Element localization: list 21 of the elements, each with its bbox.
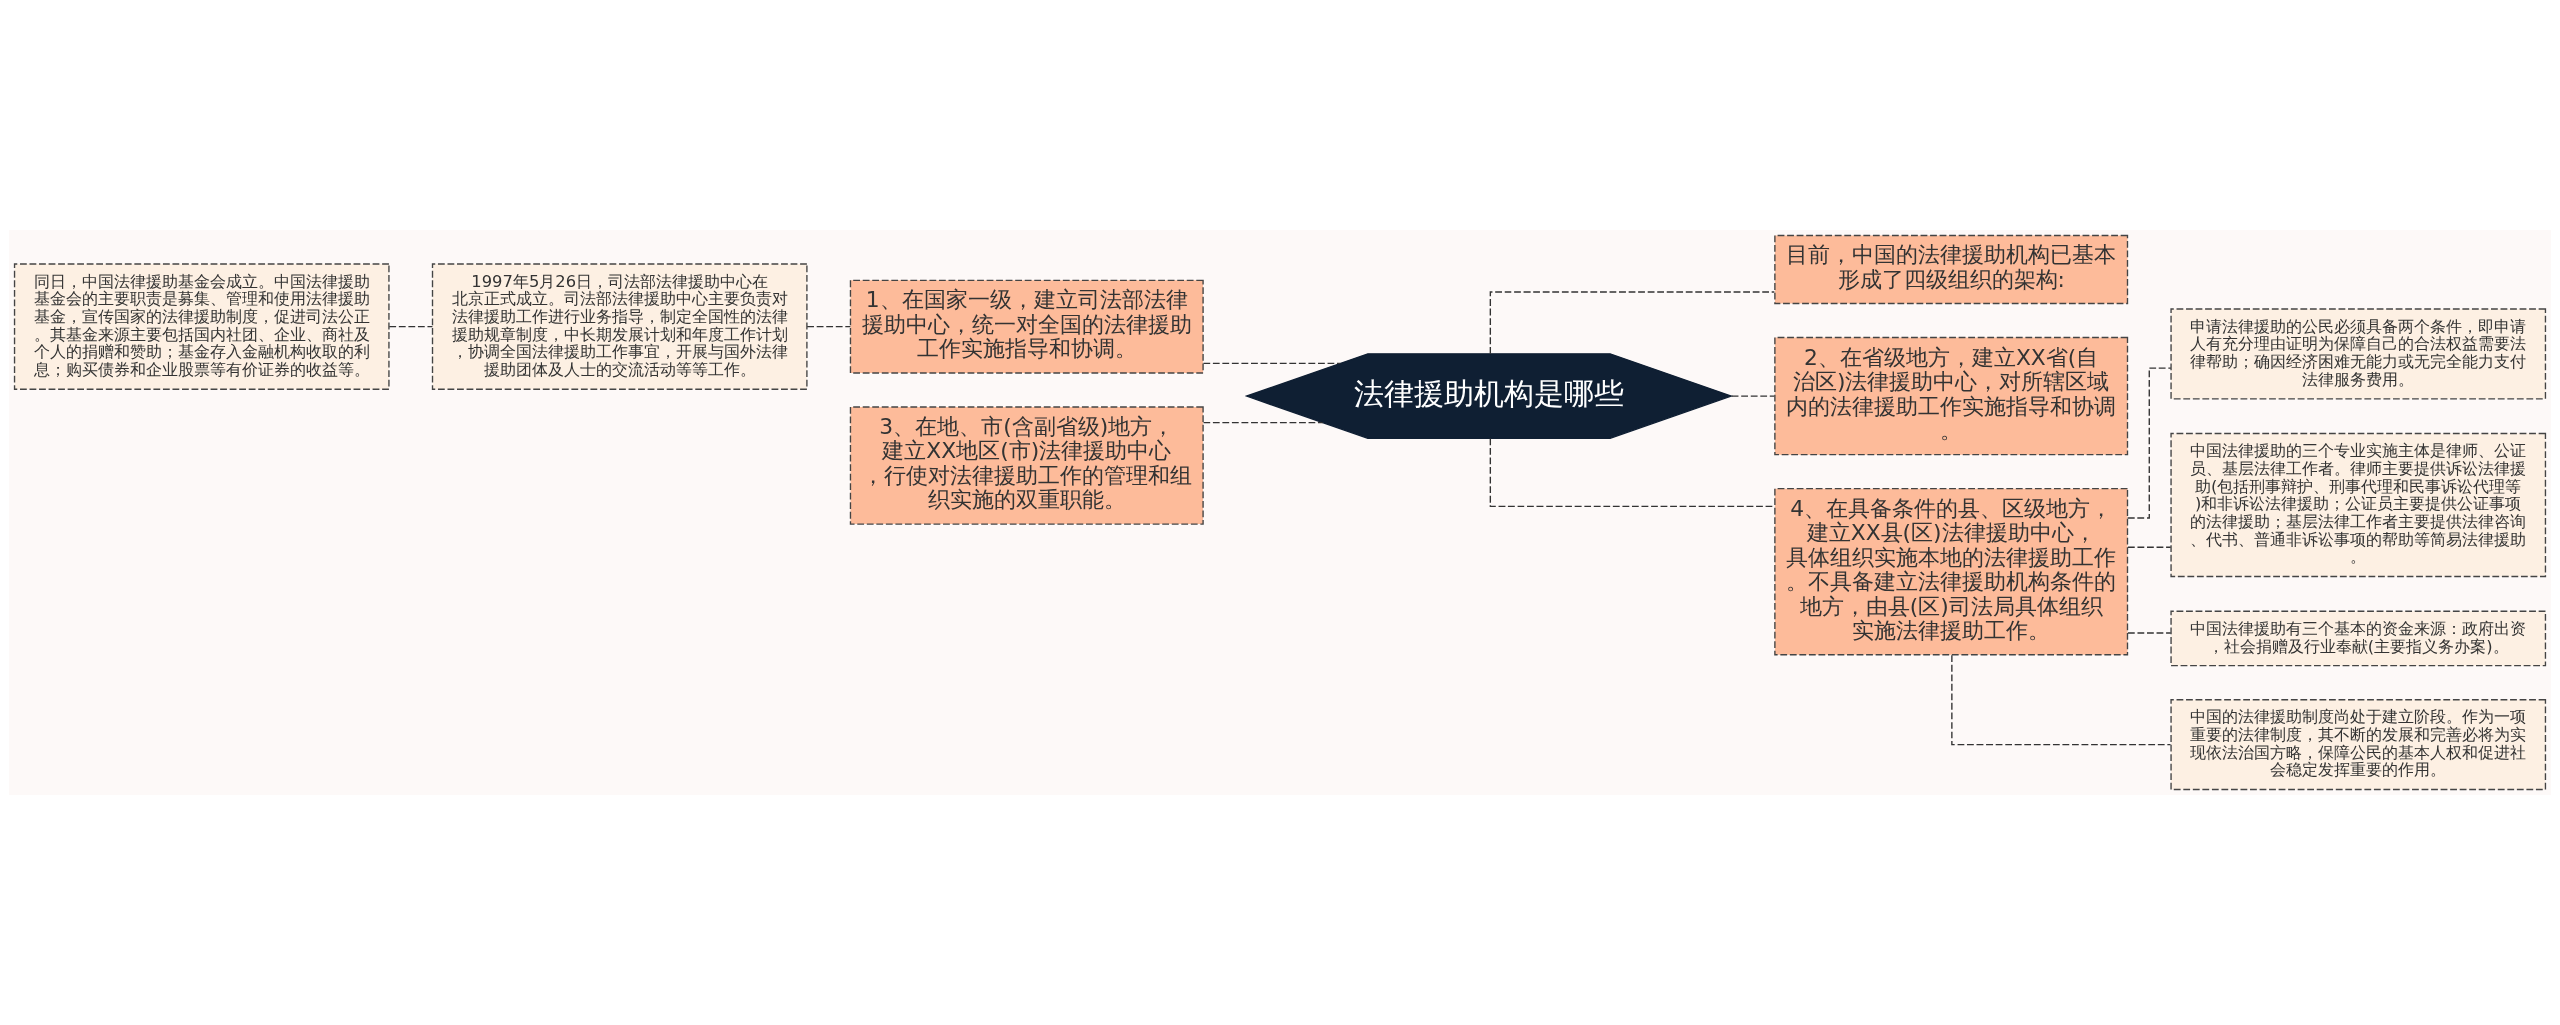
connector — [1202, 362, 1341, 365]
node-box: 1、在国家一级，建立司法部法律援助中心，统一对全国的法律援助工作实施指导和协调。 — [849, 279, 1204, 374]
connector — [1489, 437, 1775, 508]
connector — [1951, 654, 2172, 746]
node-box: 申请法律援助的公民必须具备两个条件，即申请人有充分理由证明为保障自己的合法权益需要法律帮助；确因经济困难无能力或无完全能力支付法律服务费用。 — [2170, 308, 2547, 400]
node-box: 同日，中国法律援助基金会成立。中国法律援助基金会的主要职责是募集、管理和使用法律援助基金，宣传国家的法律援助制度，促进司法公正。其基金来源主要包括国内社团、企业、商社及个人的捐赠和赞助；基金存入金融机构收取的利息；购买债券和企业股票等有价证券的收益等。 — [13, 263, 390, 390]
connector — [2127, 632, 2172, 634]
connector — [388, 326, 434, 328]
node-box: 3、在地、市(含副省级)地方，建立XX地区(市)法律援助中心，行使对法律援助工作的管理和组织实施的双重职能。 — [849, 406, 1204, 525]
connector — [1489, 291, 1775, 355]
connector — [1202, 422, 1324, 424]
connector — [806, 326, 852, 328]
node-box: 1997年5月26日，司法部法律援助中心在北京正式成立。司法部法律援助中心主要负责对法律援助工作进行业务指导，制定全国性的法律援助规章制度，中长期发展计划和年度工作计划，协调全国法律援助工作事宜，开展与国外法律援助团体及人士的交流活动等等工作。 — [431, 263, 808, 390]
node-box: 中国法律援助有三个基本的资金来源：政府出资，社会捐赠及行业奉献(主要指义务办案)。 — [2170, 610, 2547, 667]
connector — [1730, 395, 1776, 397]
node-box: 中国的法律援助制度尚处于建立阶段。作为一项重要的法律制度，其不断的发展和完善必将为实现依法治国方略，保障公民的基本人权和促进社会稳定发挥重要的作用。 — [2170, 699, 2547, 791]
node-box: 4、在具备条件的县、区级地方，建立XX县(区)法律援助中心，具体组织实施本地的法律援助工作。不具备建立法律援助机构条件的地方，由县(区)司法局具体组织实施法律援助工作。 — [1774, 488, 2129, 656]
connector — [2127, 546, 2172, 548]
node-box: 2、在省级地方，建立XX省(自治区)法律援助中心，对所辖区域内的法律援助工作实施指导和协调。 — [1774, 336, 2129, 456]
node-box: 目前，中国的法律援助机构已基本形成了四级组织的架构: — [1774, 234, 2129, 305]
node-box: 中国法律援助的三个专业实施主体是律师、公证员、基层法律工作者。律师主要提供诉讼法律援助(包括刑事辩护、刑事代理和民事诉讼代理等)和非诉讼法律援助；公证员主要提供公证事项的法律援助；基层法律工作者主要提供法律咨询、代书、普通非诉讼事项的帮助等简易法律援助。 — [2170, 432, 2547, 578]
